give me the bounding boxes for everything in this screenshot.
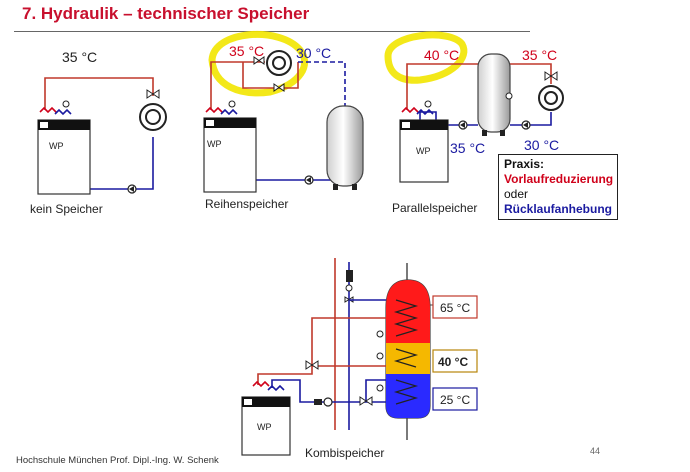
- return-temp-label: 30 °C: [296, 45, 331, 61]
- heat-pump-label: WP: [207, 139, 222, 149]
- supply-pipe: [210, 61, 265, 110]
- heat-pump-box: [203, 117, 257, 193]
- valve-icon: [544, 71, 558, 81]
- return-sensor-icon: [416, 108, 434, 116]
- temp-box-mid: [432, 349, 478, 373]
- heat-pump-box: [399, 119, 449, 183]
- valve-icon: [146, 89, 160, 99]
- diagram-kombispeicher: WP 65 °C 40 °C 25 °C Kombispeicher: [241, 258, 478, 460]
- mixing-valve-icon: [305, 360, 319, 370]
- return-sensor-icon: [220, 108, 238, 116]
- diagram-label: Parallelspeicher: [392, 201, 477, 215]
- return-pipe: [419, 111, 478, 128]
- pump-icon: [323, 397, 333, 407]
- coil-cold: [393, 379, 419, 405]
- heat-pump-label: WP: [49, 141, 64, 151]
- coil-hot: [393, 299, 419, 337]
- title-underline: [14, 31, 530, 32]
- valve-icon: [253, 56, 265, 65]
- diagram-label: kein Speicher: [30, 202, 103, 216]
- supply-sensor-icon: [205, 106, 223, 114]
- return-sensor-icon: [54, 108, 72, 116]
- praxis-line-2: oder: [504, 187, 529, 201]
- praxis-line-1: Vorlaufreduzierung: [504, 172, 614, 186]
- footer-institution: Hochschule München Prof. Dipl.-Ing. W. S…: [16, 455, 219, 466]
- temp-top-label: 65 °C: [440, 301, 470, 315]
- supply-pipe: [44, 77, 154, 110]
- return-temp-label: 30 °C: [524, 137, 559, 153]
- diagram-reihenspeicher: WP 35 °C 30 °C Reihenspeicher: [203, 30, 364, 211]
- supply-sensor-icon: [401, 106, 419, 114]
- supply-temp-label: 40 °C: [424, 47, 459, 63]
- temp-mid-label: 40 °C: [438, 355, 468, 369]
- slide-title: 7. Hydraulik – technischer Speicher: [22, 4, 310, 23]
- supply-pipe: [257, 317, 386, 385]
- praxis-box: Praxis: Vorlaufreduzierung oder Rücklauf…: [498, 154, 618, 220]
- praxis-heading: Praxis:: [504, 157, 545, 171]
- heat-pump-label: WP: [416, 146, 431, 156]
- supply-pipe: [406, 63, 478, 110]
- heat-pump-label: WP: [257, 422, 272, 432]
- tank-zone-mid: [386, 343, 430, 374]
- valve-icon: [359, 396, 373, 406]
- coil-mid: [393, 348, 419, 368]
- praxis-line-3: Rücklaufanhebung: [504, 202, 613, 216]
- diagram-label: Kombispeicher: [305, 446, 384, 460]
- sensor-dot-icon: [62, 100, 70, 108]
- supply-sensor-icon: [252, 380, 270, 388]
- heating-temp-label: 35 °C: [522, 47, 557, 63]
- valve-icon: [273, 83, 285, 92]
- highlight-marker: [208, 30, 309, 97]
- page-number: 44: [590, 446, 601, 456]
- heat-pump-top: [38, 120, 90, 130]
- temp-label: 35 °C: [62, 49, 97, 65]
- diagram-kein-speicher: WP 35 °C kein Speicher: [30, 49, 167, 216]
- return-temp-label-low: 35 °C: [450, 140, 485, 156]
- buffer-tank: [326, 105, 364, 187]
- diagram-parallelspeicher: WP 40 °C 35 °C 35 °C 30 °C Parallelspeic…: [384, 31, 564, 215]
- highlight-marker: [384, 31, 468, 84]
- temp-box-bottom: [432, 387, 478, 411]
- supply-sensor-icon: [39, 106, 57, 114]
- buffer-tank: [477, 53, 511, 133]
- tank-zone-hot: [386, 280, 430, 343]
- heating-return-pipe: [510, 112, 552, 126]
- return-sensor-icon: [267, 384, 285, 392]
- temp-box-top: [432, 295, 478, 319]
- return-pipe-dashed: [298, 61, 346, 106]
- temp-bottom-label: 25 °C: [440, 393, 470, 407]
- supply-temp-label: 35 °C: [229, 43, 264, 59]
- heating-supply-pipe: [508, 63, 552, 84]
- diagram-label: Reihenspeicher: [205, 197, 288, 211]
- heat-pump-box: [37, 119, 91, 195]
